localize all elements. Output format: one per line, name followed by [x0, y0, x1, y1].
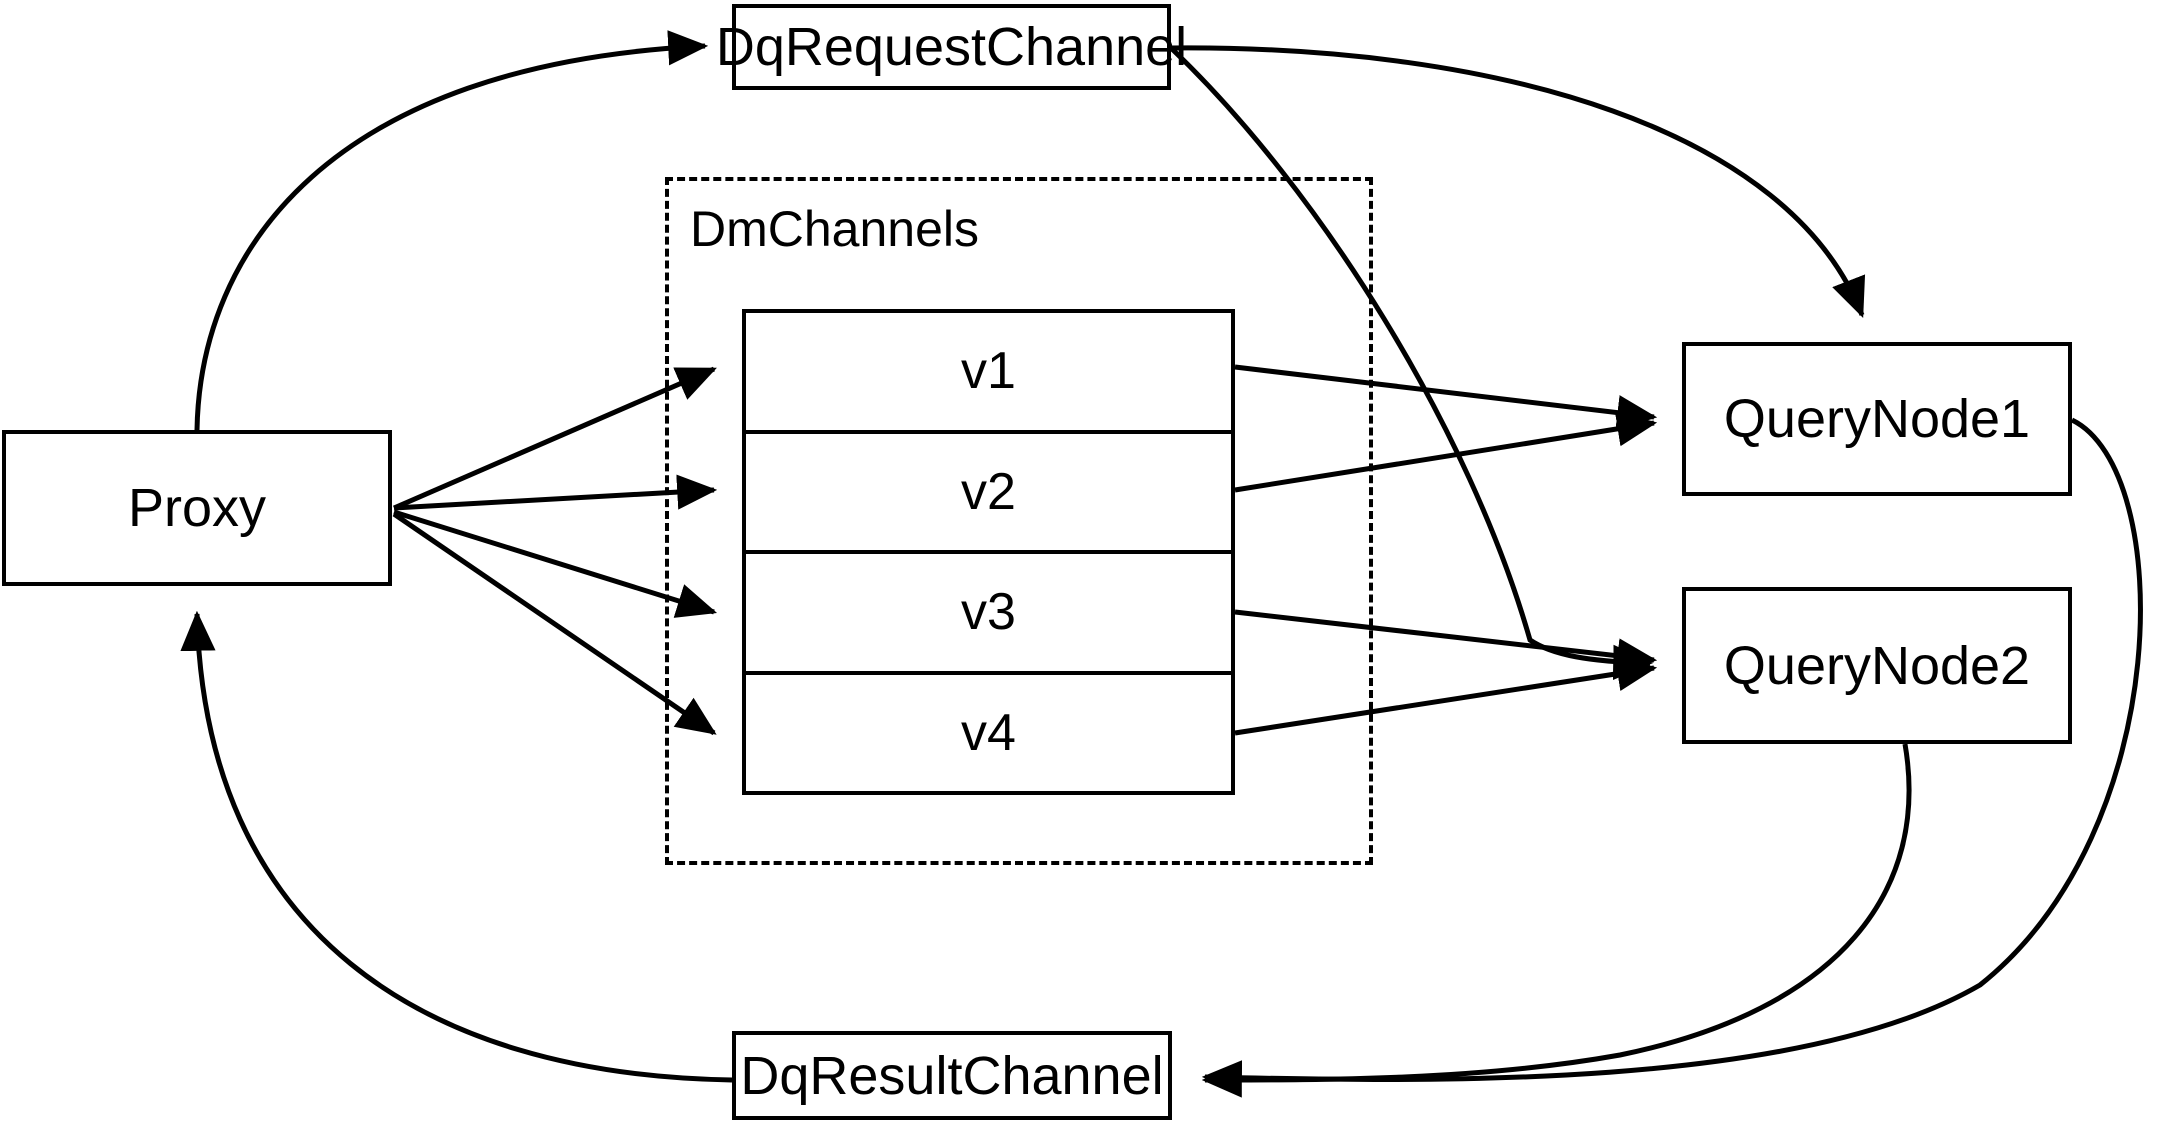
stack-row-label: v3 — [961, 583, 1016, 642]
stack-row[interactable]: v1 — [746, 313, 1231, 430]
edge-proxy-to-v2 — [393, 474, 718, 511]
node-proxy[interactable]: Proxy — [2, 430, 392, 586]
node-proxy-label: Proxy — [127, 478, 267, 538]
edge-proxy-to-dqrequestchannel — [194, 30, 709, 431]
node-dq-result-channel-label: DqResultChannel — [740, 1045, 1164, 1106]
edge-dqrequestchannel-to-querynode2 — [1169, 46, 1654, 680]
edge-v1-to-querynode1 — [1234, 364, 1658, 431]
edge-querynode2-to-dqresultchannel — [1201, 743, 1912, 1098]
edge-v4-to-querynode2 — [1234, 656, 1658, 736]
node-dq-request-channel[interactable]: DqRequestChannel — [716, 4, 1187, 90]
stack-row-label: v1 — [961, 342, 1016, 401]
dm-channels-group-title: DmChannels — [690, 201, 980, 257]
edge-proxy-to-v3 — [393, 509, 718, 618]
edge-dqrequestchannel-to-querynode1 — [1170, 45, 1866, 318]
node-dq-result-channel[interactable]: DqResultChannel — [732, 1031, 1172, 1120]
node-query-node-2-label: QueryNode2 — [1723, 635, 2031, 696]
edge-v3-to-querynode2 — [1234, 609, 1658, 674]
stack-row[interactable]: v3 — [746, 550, 1231, 671]
edge-querynode1-to-dqresultchannel — [1201, 417, 2143, 1096]
node-query-node-1-label: QueryNode1 — [1723, 389, 2031, 449]
stack-row-label: v4 — [961, 703, 1016, 762]
edge-v2-to-querynode1 — [1234, 411, 1658, 493]
node-dq-request-channel-label: DqRequestChannel — [715, 17, 1188, 77]
stack-row-label: v2 — [961, 462, 1016, 521]
node-query-node-1[interactable]: QueryNode1 — [1682, 342, 2072, 496]
edge-proxy-to-v4 — [392, 511, 717, 736]
stack-row[interactable]: v2 — [746, 429, 1231, 551]
node-query-node-2[interactable]: QueryNode2 — [1682, 587, 2072, 744]
dm-channels-group — [665, 177, 1373, 865]
dm-channel-stack: v1 v2 v3 v4 — [742, 309, 1235, 795]
edge-proxy-to-v1 — [393, 366, 717, 511]
edge-dqresultchannel-to-proxy — [180, 610, 733, 1083]
stack-row[interactable]: v4 — [746, 670, 1231, 792]
